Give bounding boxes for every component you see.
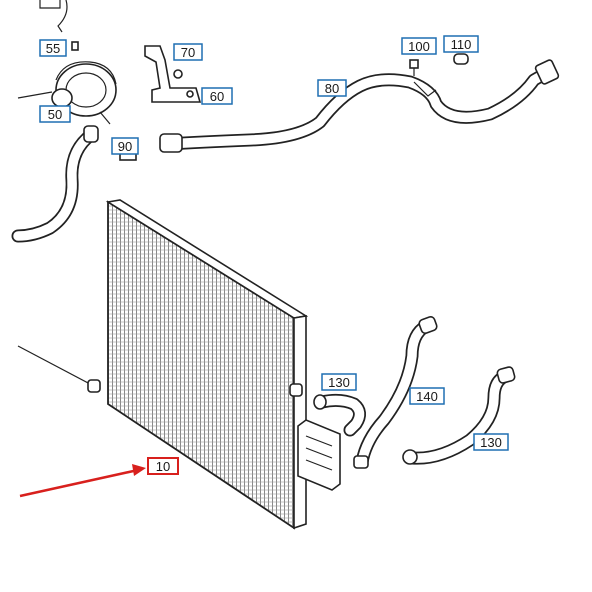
left-coolant-hose bbox=[11, 125, 99, 243]
oil-cooler bbox=[297, 419, 341, 491]
svg-text:90: 90 bbox=[118, 139, 132, 154]
clip-part-top bbox=[39, 0, 79, 51]
bolt-part bbox=[409, 59, 419, 76]
svg-text:130: 130 bbox=[480, 435, 502, 450]
svg-text:110: 110 bbox=[451, 37, 472, 52]
svg-text:60: 60 bbox=[210, 89, 224, 104]
callout-90: 90 bbox=[111, 137, 139, 155]
callout-50: 50 bbox=[39, 105, 71, 123]
radiator-condenser bbox=[17, 199, 309, 530]
callout-130-left: 130 bbox=[321, 373, 357, 391]
cooler-hose-a bbox=[313, 393, 366, 437]
svg-text:10: 10 bbox=[156, 459, 170, 474]
mounting-bracket bbox=[144, 45, 202, 103]
svg-text:50: 50 bbox=[48, 107, 62, 122]
svg-text:130: 130 bbox=[328, 375, 350, 390]
svg-text:70: 70 bbox=[181, 45, 195, 60]
water-pump bbox=[17, 61, 117, 125]
svg-text:100: 100 bbox=[408, 39, 430, 54]
callout-55: 55 bbox=[39, 39, 67, 57]
svg-text:140: 140 bbox=[416, 389, 438, 404]
callout-130-right: 130 bbox=[473, 433, 509, 451]
callout-10-highlighted: 10 bbox=[147, 457, 179, 475]
callout-100: 100 bbox=[401, 37, 437, 55]
highlight-arrow bbox=[19, 464, 146, 498]
callout-140: 140 bbox=[409, 387, 445, 405]
callout-70: 70 bbox=[173, 43, 203, 61]
cooler-hose-b bbox=[402, 366, 516, 465]
callout-110: 110 bbox=[443, 35, 479, 53]
upper-coolant-hose bbox=[159, 59, 560, 153]
svg-text:80: 80 bbox=[325, 81, 339, 96]
plug-part bbox=[453, 53, 469, 65]
coolant-hose-140 bbox=[353, 316, 438, 469]
callout-80: 80 bbox=[317, 79, 347, 97]
callout-60: 60 bbox=[201, 87, 233, 105]
svg-text:55: 55 bbox=[46, 41, 60, 56]
